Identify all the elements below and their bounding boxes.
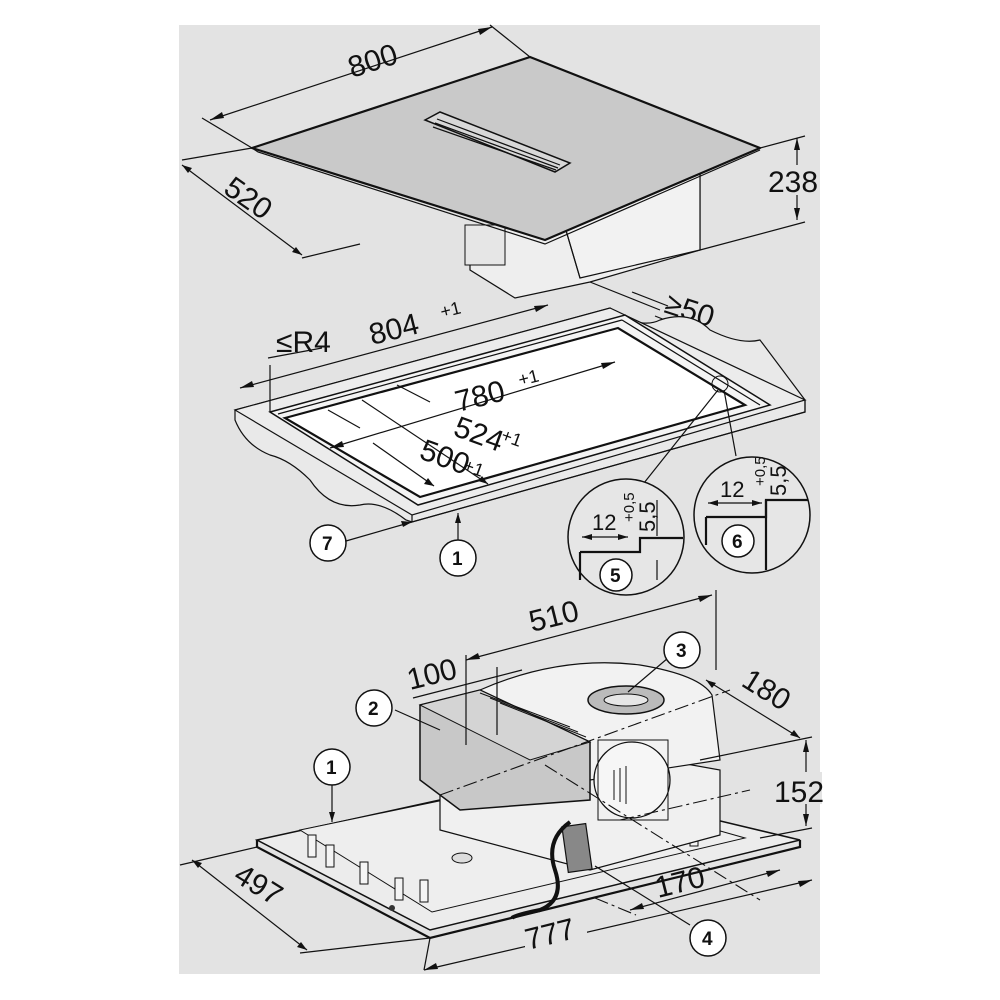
callout-3 (663, 631, 701, 669)
dim-height-238: 238 (768, 166, 818, 199)
dim-100: 100 (404, 653, 461, 697)
callouts-cutout: 7 1 (309, 513, 477, 577)
callout-1 (439, 539, 477, 577)
detail-6-depth: 5,5 (766, 465, 791, 496)
detail-5-tol: +0,5 (621, 492, 638, 522)
callout-2 (355, 689, 393, 727)
detail-5-width: 12 (592, 510, 616, 535)
worktop-cutout-view (233, 307, 807, 523)
detail-5: 12 5,5 +0,5 5 (567, 478, 685, 596)
detail-5-depth: 5,5 (635, 501, 660, 532)
svg-text:6: 6 (732, 532, 743, 553)
detail-6-tol: +0,5 (752, 456, 769, 486)
svg-text:5: 5 (610, 566, 621, 587)
callout-1-bottom (313, 748, 351, 786)
top-hob-view (250, 55, 762, 299)
dim-180: 180 (736, 663, 796, 718)
callouts-bottom: 2 3 1 4 (313, 631, 727, 957)
svg-text:7: 7 (322, 534, 333, 555)
svg-text:1: 1 (326, 758, 337, 779)
dim-804-tol: +1 (438, 298, 463, 322)
callout-5 (599, 558, 633, 592)
cutout-dimensions: ≤R4 804 +1 780 +1 524 +1 500 +1 (239, 298, 737, 489)
dim-780-tol: +1 (516, 366, 541, 390)
dim-152: 152 (774, 776, 824, 809)
svg-text:4: 4 (702, 929, 713, 950)
dim-497: 497 (228, 858, 288, 913)
callout-7 (309, 524, 347, 562)
svg-text:3: 3 (676, 641, 687, 662)
svg-text:1: 1 (452, 549, 463, 570)
dim-depth-520: 520 (218, 171, 278, 227)
dim-radius-r4: ≤R4 (276, 326, 331, 359)
dim-510: 510 (526, 595, 583, 639)
callout-4 (689, 919, 727, 957)
detail-6-width: 12 (720, 477, 744, 502)
callout-6 (721, 524, 755, 558)
dim-804: 804 (366, 308, 423, 352)
dim-width-800: 800 (344, 38, 402, 85)
bottom-hob-view (254, 662, 802, 940)
detail-6: 12 5,5 +0,5 6 (693, 456, 811, 574)
svg-text:2: 2 (368, 699, 379, 720)
dim-777: 777 (522, 913, 579, 957)
